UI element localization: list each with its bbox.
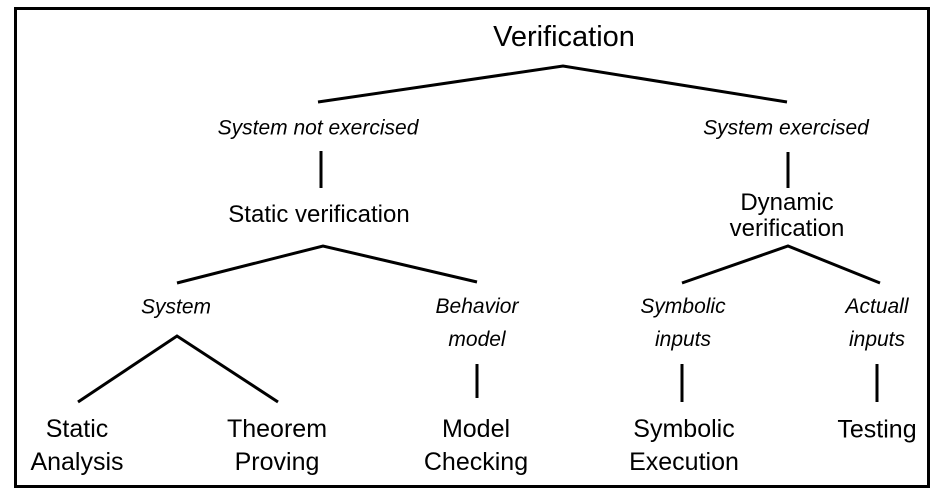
node-static-analysis: Static Analysis: [30, 415, 124, 476]
node-system: System: [140, 295, 212, 319]
edge-system-branches: [77, 334, 279, 404]
edge-root-branches: [317, 64, 788, 104]
node-system-exercised: System exercised: [703, 116, 869, 140]
node-symbolic-execution: Symbolic Execution: [629, 415, 739, 476]
node-model-checking: Model Checking: [423, 415, 529, 476]
node-actuall-inputs: Actuall inputs: [845, 295, 909, 351]
node-dynamic-verification: Dynamic verification: [729, 189, 845, 242]
node-testing: Testing: [837, 415, 917, 444]
node-symbolic-inputs: Symbolic inputs: [640, 295, 726, 351]
node-system-not-exercised: System not exercised: [217, 116, 419, 140]
edge-dynamic-branches: [681, 244, 881, 285]
edge-static-branches: [176, 244, 478, 285]
node-behavior-model: Behavior model: [435, 295, 519, 351]
node-static-verification: Static verification: [228, 201, 410, 228]
node-theorem-proving: Theorem Proving: [226, 415, 328, 476]
node-verification: Verification: [493, 21, 635, 53]
diagram-border: [14, 7, 930, 488]
